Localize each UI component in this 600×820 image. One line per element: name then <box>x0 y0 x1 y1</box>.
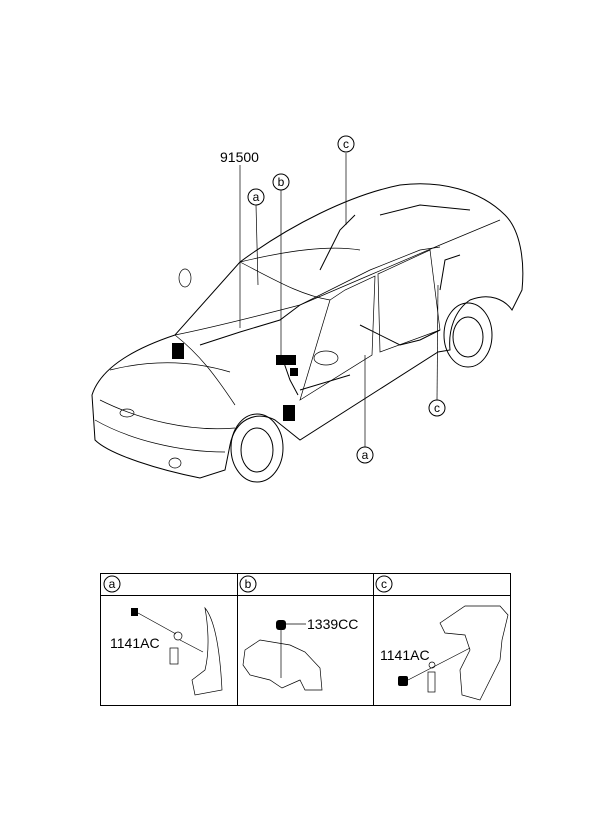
svg-text:c: c <box>381 577 387 591</box>
part-label-b: 1339CC <box>307 616 358 632</box>
car-illustration <box>91 183 524 483</box>
svg-text:b: b <box>278 175 285 189</box>
svg-text:c: c <box>343 137 349 151</box>
table-header-b: b <box>239 575 257 593</box>
callout-a-bottom: a <box>356 446 374 464</box>
svg-text:c: c <box>434 401 440 415</box>
callout-a-top: a <box>247 188 265 206</box>
table-header-c: c <box>375 575 393 593</box>
callout-c-top: c <box>337 135 355 153</box>
callout-b-top: b <box>272 173 290 191</box>
table-header-a: a <box>103 575 121 593</box>
detail-b-drawing <box>242 620 323 691</box>
part-number-label: 91500 <box>220 149 259 165</box>
svg-text:b: b <box>245 577 252 591</box>
svg-text:a: a <box>362 448 369 462</box>
part-label-a: 1141AC <box>110 635 160 651</box>
svg-text:a: a <box>253 190 260 204</box>
detail-table: a b c 1141AC 1339CC 1141AC <box>100 573 511 706</box>
detail-c-drawing <box>398 605 509 701</box>
detail-a-drawing <box>131 606 223 696</box>
svg-text:a: a <box>109 577 116 591</box>
leader-lines <box>239 153 439 447</box>
part-label-c: 1141AC <box>380 647 430 663</box>
callout-c-bottom: c <box>428 399 446 417</box>
